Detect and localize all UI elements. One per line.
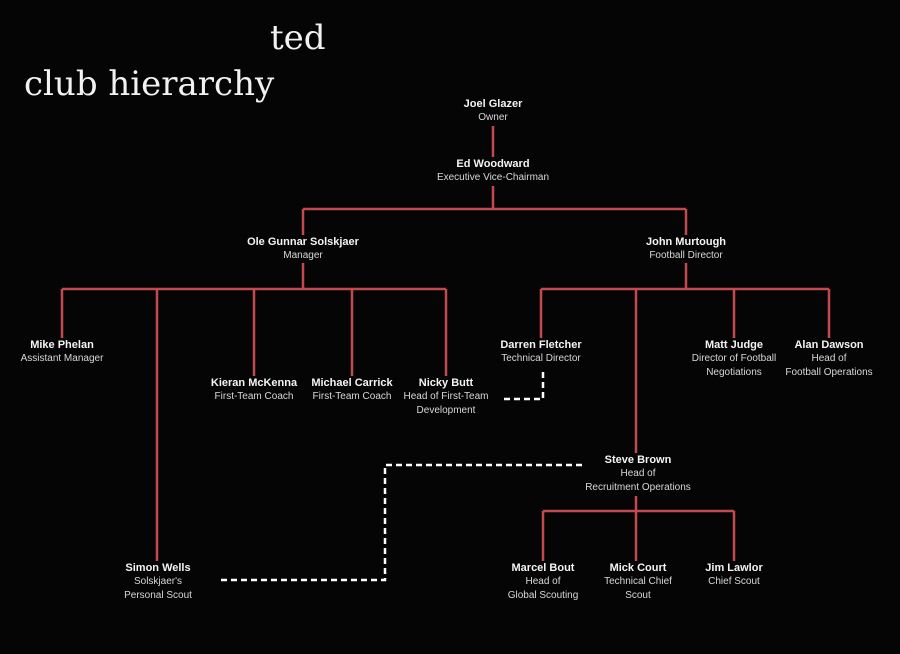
node-name: Mick Court [609, 562, 667, 574]
node-role: Executive Vice-Chairman [436, 172, 550, 183]
node-michael-carrick: Michael Carrick First-Team Coach [308, 376, 396, 404]
node-role-line-2: Personal Scout [124, 590, 192, 601]
node-role: Head of First-Team [403, 391, 489, 402]
node-role-line-2: Global Scouting [507, 590, 579, 601]
node-role: Head of [811, 353, 847, 364]
node-role: Manager [283, 250, 323, 261]
node-marcel-bout: Marcel Bout Head of Global Scouting [504, 561, 582, 603]
node-role: Technical Chief [604, 576, 672, 587]
node-role: Director of Football [691, 353, 777, 364]
node-role: Technical Director [501, 353, 581, 364]
node-role: Assistant Manager [20, 353, 104, 364]
node-darren-fletcher: Darren Fletcher Technical Director [497, 338, 585, 366]
node-kieran-mckenna: Kieran McKenna First-Team Coach [207, 376, 301, 404]
node-alan-dawson: Alan Dawson Head of Football Operations [782, 338, 876, 380]
node-ole-gunnar-solskjaer: Ole Gunnar Solskjaer Manager [244, 235, 362, 263]
node-matt-judge: Matt Judge Director of Football Negotiat… [688, 338, 780, 380]
node-role: First-Team Coach [214, 391, 294, 402]
node-name: Alan Dawson [794, 339, 864, 351]
node-role-line-2: Scout [625, 590, 651, 601]
dotted-brown-wells [218, 463, 592, 582]
dotted-fletcher-butt [500, 372, 545, 401]
node-name: Darren Fletcher [500, 339, 582, 351]
node-joel-glazer: Joel Glazer Owner [460, 97, 526, 125]
node-name: Kieran McKenna [210, 377, 298, 389]
node-ed-woodward: Ed Woodward Executive Vice-Chairman [433, 157, 553, 185]
node-role: Owner [478, 112, 508, 123]
node-role-line-2: Development [416, 405, 476, 416]
reporting-lines [60, 126, 831, 561]
node-nicky-butt: Nicky Butt Head of First-Team Developmen… [400, 376, 492, 418]
node-name: Ed Woodward [456, 158, 530, 170]
node-jim-lawlor: Jim Lawlor Chief Scout [702, 561, 766, 589]
node-role: Head of [620, 468, 656, 479]
node-mick-court: Mick Court Technical Chief Scout [601, 561, 675, 603]
node-name: Matt Judge [704, 339, 764, 351]
node-role: First-Team Coach [312, 391, 392, 402]
node-mike-phelan: Mike Phelan Assistant Manager [17, 338, 107, 366]
node-role-line-2: Recruitment Operations [585, 482, 691, 493]
node-name: Michael Carrick [311, 377, 393, 389]
node-role: Solskjaer's [133, 576, 183, 587]
chart-title-line-2: club hierarchy [24, 64, 275, 104]
node-name: Joel Glazer [463, 98, 523, 110]
node-name: Steve Brown [604, 454, 672, 466]
node-role-line-2: Football Operations [785, 367, 873, 378]
node-name: Marcel Bout [511, 562, 575, 574]
node-name: John Murtough [645, 236, 727, 248]
node-role: Football Director [649, 250, 723, 261]
node-role: Head of [525, 576, 561, 587]
node-steve-brown: Steve Brown Head of Recruitment Operatio… [582, 453, 694, 495]
chart-title-line-1: ted [270, 18, 326, 58]
node-simon-wells: Simon Wells Solskjaer's Personal Scout [121, 561, 195, 603]
node-name: Simon Wells [125, 562, 191, 574]
node-name: Mike Phelan [30, 339, 94, 351]
node-john-murtough: John Murtough Football Director [642, 235, 730, 263]
node-role-line-2: Negotiations [706, 367, 762, 378]
node-name: Ole Gunnar Solskjaer [247, 236, 359, 248]
node-name: Jim Lawlor [705, 562, 763, 574]
dotted-lines [218, 372, 592, 582]
node-name: Nicky Butt [418, 377, 474, 389]
node-role: Chief Scout [708, 576, 760, 587]
